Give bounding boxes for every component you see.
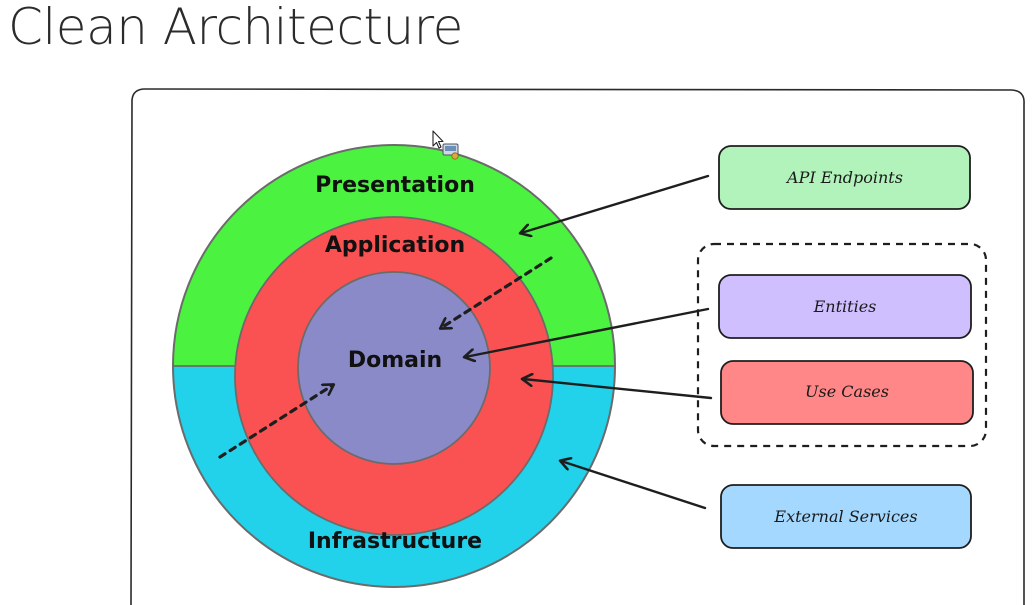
- arrow-use-cases-to-application: [523, 379, 713, 400]
- external-services-box: External Services: [720, 484, 972, 549]
- core-components-group: [696, 242, 988, 448]
- entities-box: Entities: [718, 274, 972, 339]
- use-cases-box: Use Cases: [720, 360, 974, 425]
- domain-label: Domain: [348, 348, 442, 373]
- slide-title: Clean Architecture: [8, 0, 463, 56]
- external-services-label: External Services: [773, 507, 917, 526]
- presentation-label: Presentation: [315, 173, 475, 198]
- application-label: Application: [325, 233, 465, 258]
- infrastructure-label: Infrastructure: [308, 529, 482, 554]
- dependency-arrow-presentation-to-domain: [441, 256, 553, 328]
- api-endpoints-label: API Endpoints: [785, 168, 903, 187]
- entities-label: Entities: [813, 297, 877, 316]
- arrow-api-endpoints-to-presentation: [521, 174, 710, 233]
- mouse-cursor-icon: [432, 130, 459, 160]
- api-endpoints-box: API Endpoints: [718, 145, 971, 210]
- arrow-entities-to-domain: [465, 307, 710, 357]
- dependency-arrow-infrastructure-to-domain: [218, 385, 333, 459]
- canvas-frame: [130, 88, 1025, 605]
- use-cases-label: Use Cases: [805, 382, 889, 401]
- arrow-external-services-to-infrastructure: [561, 461, 707, 510]
